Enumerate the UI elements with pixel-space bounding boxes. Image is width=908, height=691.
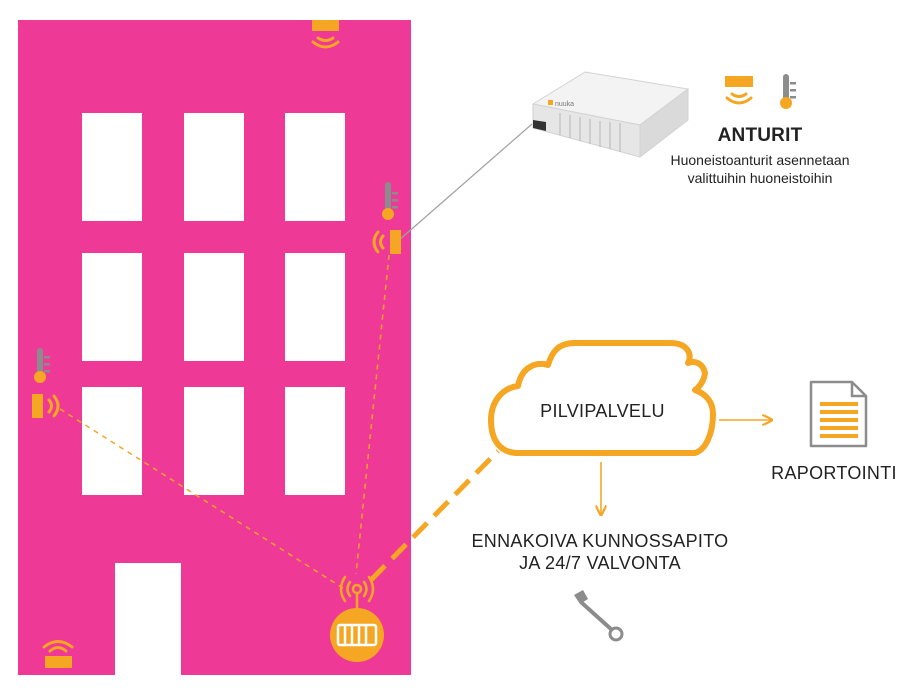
cloud-uplink bbox=[369, 449, 500, 582]
window bbox=[82, 113, 142, 221]
thermometer-icon bbox=[382, 182, 398, 220]
cloud-icon bbox=[488, 340, 716, 456]
wifi-sensor-icon bbox=[372, 230, 401, 254]
heater-icon bbox=[330, 608, 384, 662]
sensor-device-image: nuuka bbox=[531, 71, 690, 159]
maintenance-line1: ENNAKOIVA KUNNOSSAPITO bbox=[471, 531, 729, 551]
device-brand-logo: nuuka bbox=[555, 101, 574, 108]
radio-link-left bbox=[59, 408, 347, 591]
device-connector-line bbox=[397, 123, 533, 242]
gateway-icon bbox=[339, 575, 375, 608]
sensors-description-line2: valittuihin huoneistoihin bbox=[687, 170, 833, 186]
sensors-title: ANTURIT bbox=[717, 125, 803, 146]
window bbox=[82, 253, 142, 361]
wifi-sensor-icon bbox=[725, 76, 753, 105]
window bbox=[285, 113, 345, 221]
building bbox=[18, 20, 411, 675]
window bbox=[82, 387, 142, 495]
window bbox=[285, 253, 345, 361]
maintenance-line2: JA 24/7 VALVONTA bbox=[519, 553, 681, 573]
window bbox=[184, 253, 244, 361]
wifi-sensor-icon bbox=[32, 394, 60, 418]
building-door bbox=[115, 563, 181, 675]
window bbox=[184, 387, 244, 495]
window bbox=[184, 113, 244, 221]
wifi-sensor-icon bbox=[42, 640, 74, 668]
document-icon bbox=[809, 380, 868, 448]
connections bbox=[59, 123, 772, 591]
maintenance-label: ENNAKOIVA KUNNOSSAPITO JA 24/7 VALVONTA bbox=[440, 530, 760, 574]
thermometer-icon bbox=[34, 348, 50, 383]
radio-link-right bbox=[355, 254, 390, 575]
window bbox=[285, 387, 345, 495]
building-windows bbox=[82, 113, 345, 495]
sensors-info: ANTURIT Huoneistoanturit asennetaan vali… bbox=[640, 125, 880, 187]
cloud-label: PILVIPALVELU bbox=[540, 401, 665, 421]
reporting-label: RAPORTOINTI bbox=[771, 463, 897, 483]
wrench-icon bbox=[574, 590, 624, 642]
thermometer-icon bbox=[780, 74, 796, 109]
wifi-sensor-icon bbox=[311, 20, 340, 49]
sensors-description-line1: Huoneistoanturit asennetaan bbox=[670, 152, 850, 168]
